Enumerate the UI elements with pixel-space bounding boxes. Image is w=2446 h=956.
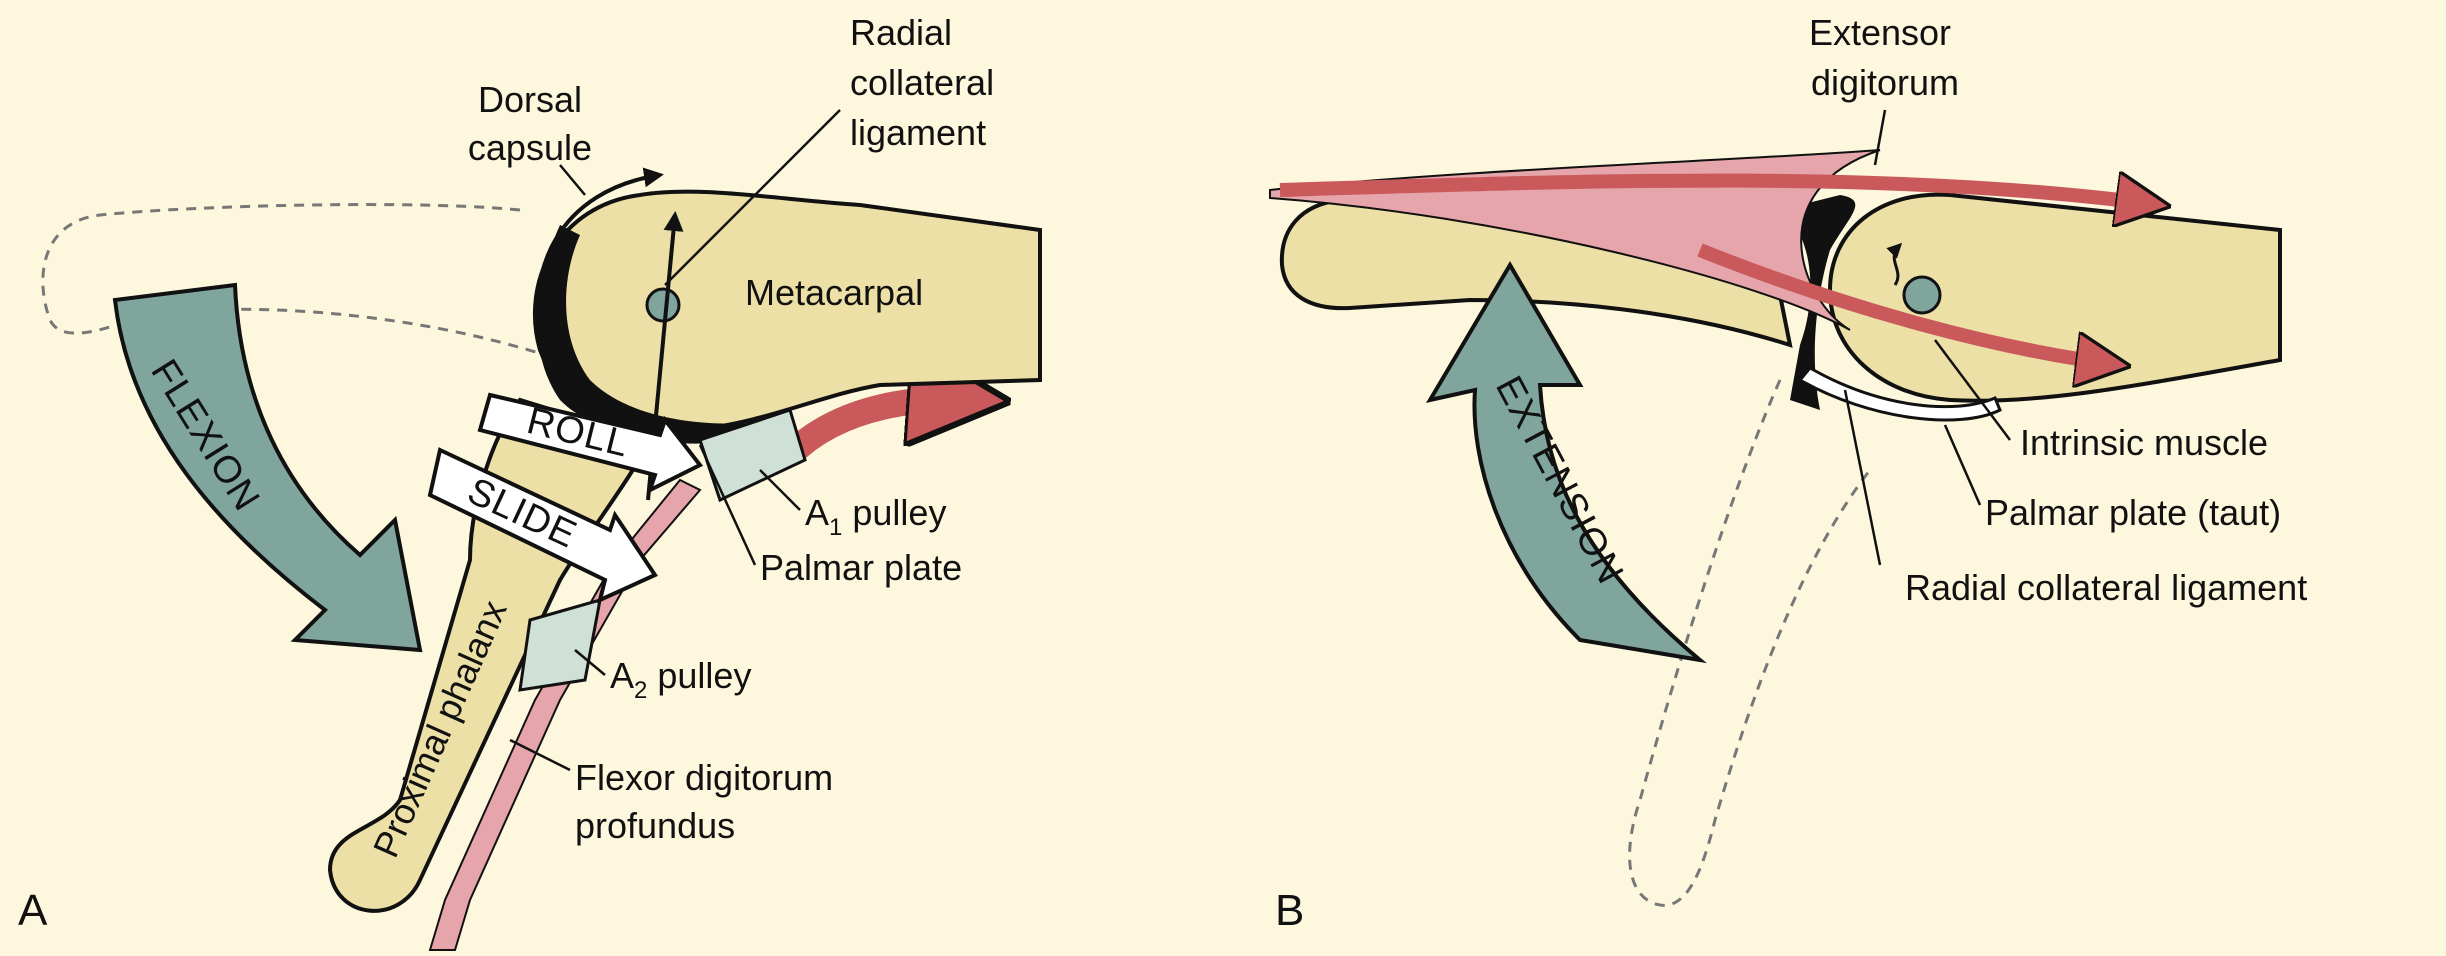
label-radial-collateral-ligament-b: Radial collateral ligament (1905, 567, 2307, 608)
label-flexor-digitorum-profundus: Flexor digitorum profundus (575, 757, 843, 846)
leader-extensor-digitorum (1875, 110, 1885, 165)
label-intrinsic-muscle: Intrinsic muscle (2020, 422, 2268, 463)
label-palmar-plate-taut: Palmar plate (taut) (1985, 492, 2281, 533)
label-a2-pulley: A2 pulley (610, 655, 751, 704)
leader-dorsal-capsule (560, 165, 585, 195)
panel-a-label: A (18, 886, 48, 935)
fdp-pull-arrow (790, 399, 990, 455)
label-extensor-digitorum: Extensor digitorum (1809, 12, 1961, 103)
panel-a: FLEXION ROLL SLIDE Dorsal capsule Radial… (18, 12, 1040, 950)
label-palmar-plate-a: Palmar plate (760, 547, 962, 588)
leader-palmar-plate-taut (1945, 425, 1980, 505)
leader-radial-collateral-ligament-b (1845, 390, 1880, 565)
panel-b: EXTENSION Extensor digitorum Intrinsic m… (1270, 12, 2307, 935)
label-metacarpal: Metacarpal (745, 272, 923, 313)
panel-b-label: B (1275, 886, 1304, 935)
label-radial-collateral-ligament-a: Radial collateral ligament (850, 12, 1004, 153)
leader-a1-pulley (760, 470, 800, 510)
metacarpal-bone-b (1830, 195, 2280, 401)
label-a1-pulley: A1 pulley (805, 492, 946, 541)
axis-of-rotation-a (647, 289, 679, 321)
flexion-arrow (115, 285, 420, 650)
label-dorsal-capsule: Dorsal capsule (468, 79, 592, 168)
axis-of-rotation-b (1904, 277, 1940, 313)
